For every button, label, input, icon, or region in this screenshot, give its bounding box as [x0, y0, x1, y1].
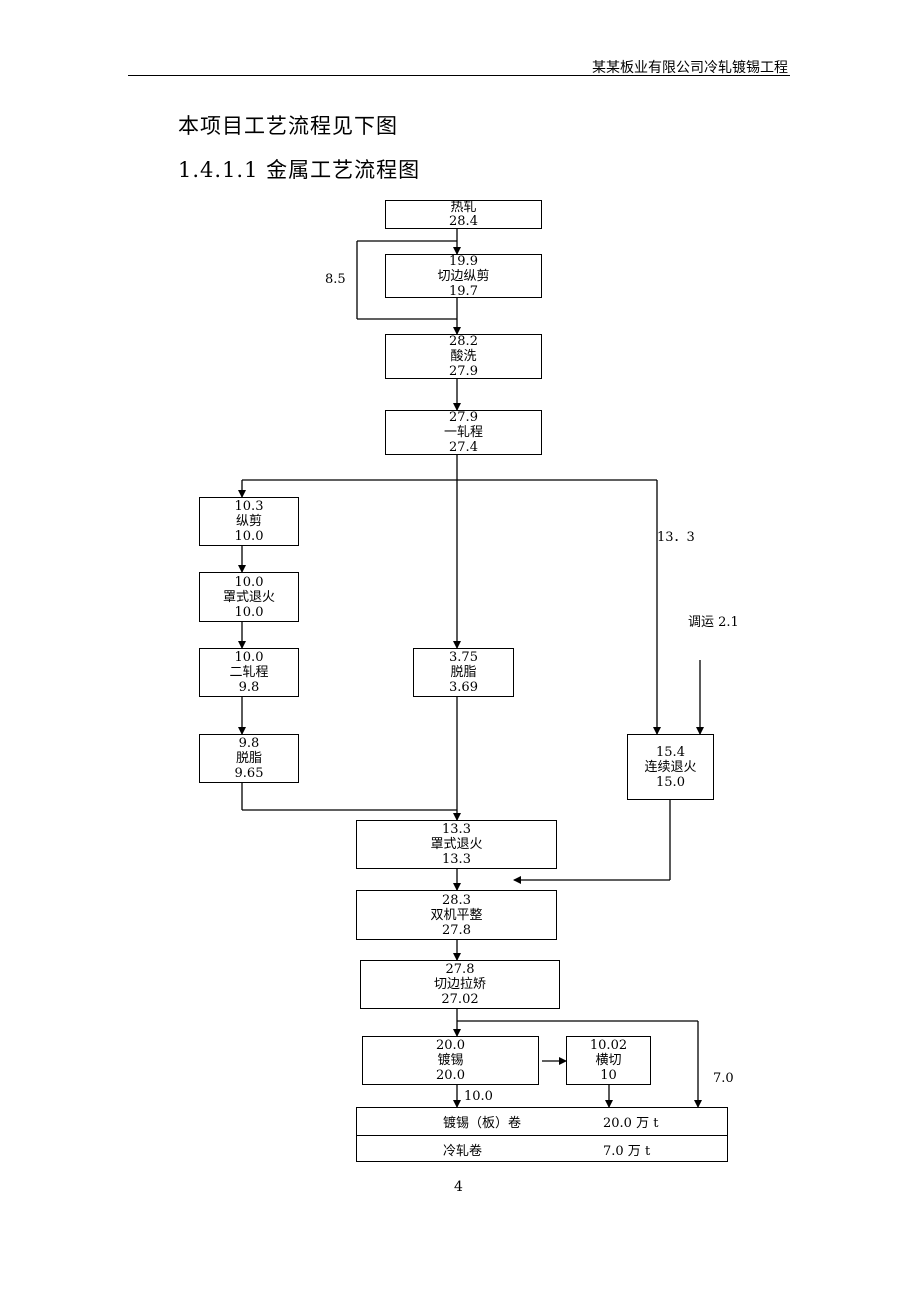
- section-heading: 1.4.1.1 金属工艺流程图: [178, 158, 421, 182]
- cross-cut-box: 10.02 横切 10: [566, 1036, 651, 1085]
- temper-in: 28.3: [442, 892, 471, 908]
- temper-box: 28.3 双机平整 27.8: [356, 890, 557, 940]
- tinning-in: 20.0: [436, 1038, 465, 1053]
- second-rolling-label: 二轧程: [229, 665, 269, 680]
- table-row: 镀锡（板）卷 20.0 万 t: [357, 1108, 727, 1134]
- header-divider: [128, 75, 790, 76]
- page-number: 4: [454, 1179, 463, 1195]
- table-row: 冷轧卷 7.0 万 t: [357, 1135, 727, 1162]
- first-rolling-in: 27.9: [449, 410, 478, 425]
- header-title: 某某板业有限公司冷轧镀锡工程: [592, 60, 788, 76]
- degrease-mid-box: 3.75 脱脂 3.69: [413, 648, 514, 697]
- degrease-left-out: 9.65: [234, 766, 264, 781]
- trim-level-out: 27.02: [441, 992, 479, 1007]
- degrease-left-in: 9.8: [238, 736, 260, 751]
- continuous-anneal-label: 连续退火: [644, 759, 697, 775]
- side-output-label: 7.0: [713, 1071, 734, 1086]
- first-rolling-box: 27.9 一轧程 27.4: [385, 410, 542, 455]
- tinning-label: 镀锡: [437, 1053, 464, 1068]
- edge-slitting-box: 19.9 切边纵剪 19.7: [385, 254, 542, 298]
- bell-anneal-2-in: 13.3: [442, 822, 471, 837]
- slitting-out: 10.0: [234, 529, 264, 544]
- product-name: 冷轧卷: [443, 1144, 483, 1159]
- loop-label: 8.5: [325, 272, 346, 287]
- continuous-anneal-out: 15.0: [656, 774, 685, 790]
- trim-level-label: 切边拉矫: [433, 977, 486, 992]
- bell-anneal-1-out: 10.0: [234, 604, 264, 620]
- slitting-box: 10.3 纵剪 10.0: [199, 497, 299, 546]
- cross-cut-in: 10.02: [589, 1038, 628, 1053]
- slitting-label: 纵剪: [235, 514, 262, 529]
- cross-cut-label: 横切: [595, 1053, 622, 1068]
- pickling-out: 27.9: [449, 364, 478, 379]
- second-rolling-in: 10.0: [234, 650, 264, 665]
- to-table-label: 10.0: [464, 1089, 493, 1104]
- hot-rolling-box: 热轧 28.4: [385, 200, 542, 229]
- pickling-box: 28.2 酸洗 27.9: [385, 334, 542, 379]
- second-rolling-out: 9.8: [238, 680, 260, 695]
- bell-anneal-1-in: 10.0: [234, 574, 264, 590]
- first-rolling-out: 27.4: [449, 440, 478, 455]
- continuous-anneal-in: 15.4: [656, 744, 685, 760]
- edge-slitting-label: 切边纵剪: [437, 268, 490, 284]
- pickling-label: 酸洗: [450, 349, 477, 364]
- tinning-box: 20.0 镀锡 20.0: [362, 1036, 539, 1085]
- temper-label: 双机平整: [430, 907, 483, 923]
- degrease-mid-in: 3.75: [449, 650, 478, 665]
- first-rolling-label: 一轧程: [443, 425, 483, 440]
- cross-cut-out: 10: [600, 1068, 617, 1083]
- trim-level-box: 27.8 切边拉矫 27.02: [360, 960, 560, 1009]
- bell-anneal-2-box: 13.3 罩式退火 13.3: [356, 820, 557, 869]
- edge-slitting-in: 19.9: [449, 254, 478, 269]
- continuous-anneal-box: 15.4 连续退火 15.0: [627, 734, 714, 800]
- degrease-left-box: 9.8 脱脂 9.65: [199, 734, 299, 783]
- pickling-in: 28.2: [449, 334, 478, 349]
- temper-out: 27.8: [442, 922, 471, 938]
- right-branch-label: 13．3: [657, 530, 695, 545]
- edge-slitting-out: 19.7: [449, 283, 478, 298]
- transfer-label: 调运 2.1: [688, 615, 739, 630]
- hot-rolling-label: 热轧: [450, 200, 477, 215]
- degrease-left-label: 脱脂: [235, 751, 262, 766]
- bell-anneal-2-out: 13.3: [442, 852, 471, 867]
- product-amount: 7.0 万 t: [603, 1144, 651, 1159]
- intro-text: 本项目工艺流程见下图: [178, 114, 398, 138]
- bell-anneal-2-label: 罩式退火: [430, 837, 483, 852]
- bell-anneal-1-label: 罩式退火: [222, 589, 275, 605]
- second-rolling-box: 10.0 二轧程 9.8: [199, 648, 299, 697]
- trim-level-in: 27.8: [445, 962, 475, 977]
- product-name: 镀锡（板）卷: [443, 1116, 522, 1131]
- degrease-mid-out: 3.69: [449, 680, 478, 695]
- hot-rolling-value: 28.4: [449, 213, 478, 229]
- product-amount: 20.0 万 t: [603, 1116, 659, 1131]
- products-table: 镀锡（板）卷 20.0 万 t 冷轧卷 7.0 万 t: [356, 1107, 728, 1162]
- tinning-out: 20.0: [436, 1068, 465, 1083]
- slitting-in: 10.3: [234, 499, 264, 514]
- degrease-mid-label: 脱脂: [450, 665, 477, 680]
- bell-anneal-1-box: 10.0 罩式退火 10.0: [199, 572, 299, 622]
